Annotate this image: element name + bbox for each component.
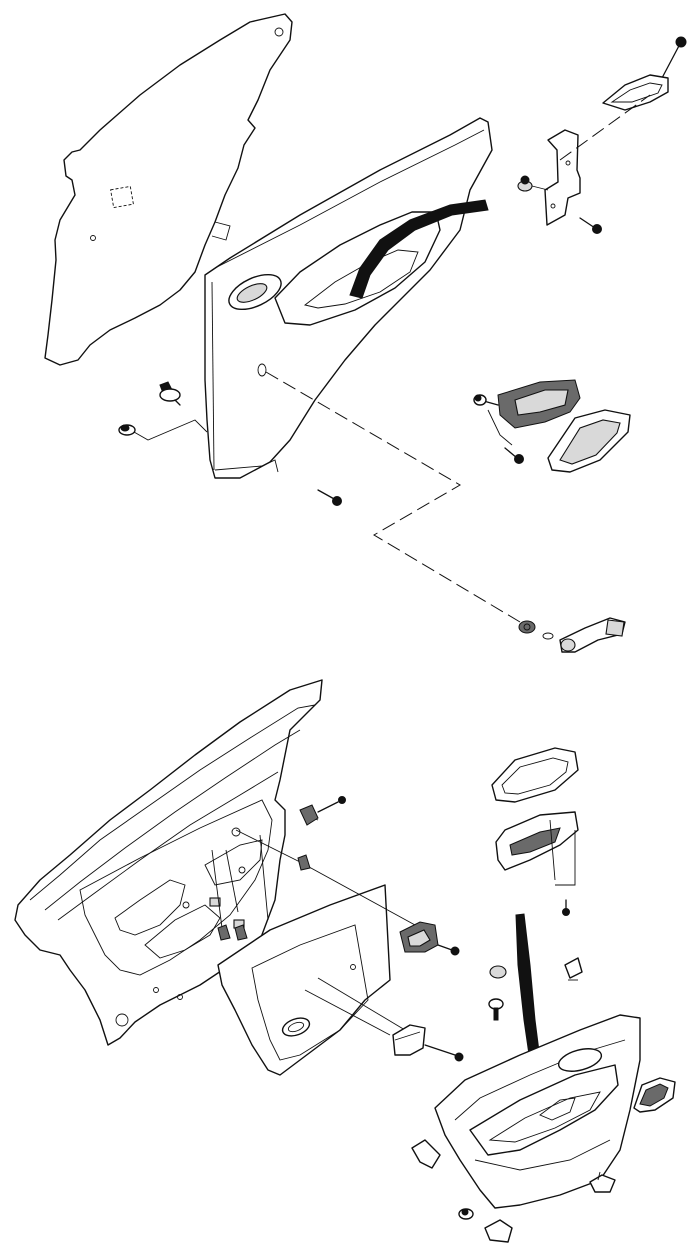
lower-switch-screw	[562, 899, 570, 916]
upper-inside-handle	[473, 379, 581, 429]
upper-clip-left	[118, 419, 208, 441]
upper-exploded-view	[44, 13, 687, 653]
lower-leader-b	[317, 977, 406, 1031]
upper-screw-under-bracket	[579, 217, 602, 234]
upper-handle-bezel-top	[602, 74, 669, 111]
lower-clip-mid	[297, 854, 311, 871]
lower-push-pin	[488, 998, 504, 1021]
upper-door-trim-panel	[204, 117, 493, 479]
upper-panel-screw	[317, 489, 342, 506]
lower-clip-right	[564, 957, 583, 981]
lower-leader-c	[304, 989, 391, 1036]
lower-switch-bezel	[491, 747, 579, 803]
lower-inside-handle	[399, 921, 460, 956]
lower-clip-inner-b	[234, 924, 248, 941]
lower-door-clip-upper	[299, 796, 346, 826]
lower-handle-bezel	[633, 1077, 676, 1113]
lower-exploded-view	[14, 679, 676, 1243]
lower-cap	[489, 965, 507, 979]
lower-door-trim-panel	[434, 1014, 641, 1209]
lower-clip-bottom	[458, 1208, 513, 1243]
upper-window-crank	[518, 617, 626, 653]
upper-clip-left-of-bracket	[517, 175, 549, 192]
upper-screw-top-right	[661, 36, 687, 79]
upper-mounting-bracket	[544, 94, 651, 226]
door-shell	[14, 679, 323, 1046]
water-deflector-sheet	[44, 13, 293, 366]
lower-clip-bottom-right	[589, 1171, 616, 1193]
upper-push-pin	[159, 381, 181, 406]
lower-clip-bottom-left	[411, 1139, 441, 1169]
lower-bracket	[392, 1024, 464, 1062]
lower-clip-inner-a	[217, 924, 231, 941]
upper-leader-crank	[265, 371, 521, 623]
upper-handle-bezel	[547, 409, 631, 473]
lower-rear-trim-panel	[217, 884, 391, 1076]
upper-handle-screw	[487, 409, 524, 464]
lower-switch-housing	[495, 811, 579, 886]
